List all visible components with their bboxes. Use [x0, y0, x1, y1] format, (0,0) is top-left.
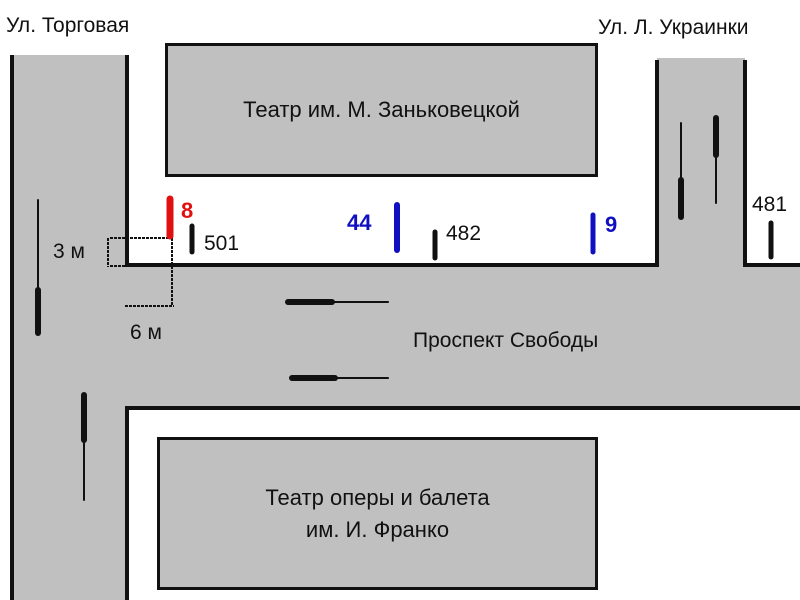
- route-label-481: 481: [752, 193, 788, 216]
- building-opera-theatre: Театр оперы и балета им. И. Франко: [157, 437, 598, 590]
- building-label: Театр оперы и балета: [265, 484, 490, 510]
- road-prospekt-svobody: [12, 265, 800, 408]
- route-label-501: 501: [204, 232, 240, 255]
- dimension-width: 6 м: [130, 321, 162, 344]
- street-label-torgovaya: Ул. Торговая: [6, 14, 130, 37]
- route-label-8: 8: [181, 198, 194, 223]
- building-zankovetskaya-theatre: Театр им. М. Заньковецкой: [165, 43, 598, 177]
- street-label-svobody: Проспект Свободы: [413, 329, 599, 352]
- dimension-height: 3 м: [53, 240, 85, 263]
- road-ukrainki: [657, 58, 745, 268]
- street-label-ukrainki: Ул. Л. Украинки: [598, 16, 749, 39]
- route-label-44: 44: [347, 210, 372, 235]
- building-label: им. И. Франко: [305, 516, 450, 542]
- route-label-482: 482: [446, 222, 482, 245]
- route-label-9: 9: [605, 212, 618, 237]
- building-label: Театр им. М. Заньковецкой: [243, 97, 520, 122]
